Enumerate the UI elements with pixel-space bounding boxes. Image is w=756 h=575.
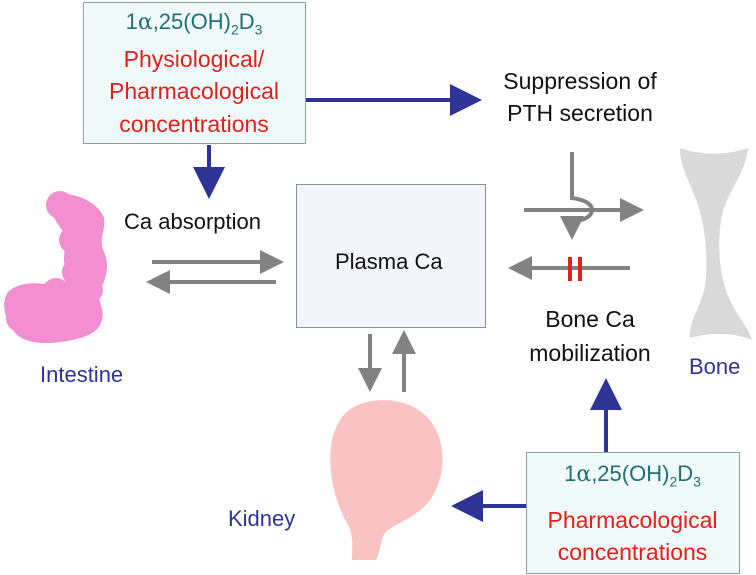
suppression-line-2: PTH secretion xyxy=(507,100,653,126)
plasma-ca-label: Plasma Ca xyxy=(335,249,443,274)
bone-shape xyxy=(680,148,752,340)
suppression-line xyxy=(560,152,595,240)
top-line-3: concentrations xyxy=(119,111,269,137)
bone-ca-line-1: Bone Ca xyxy=(545,306,635,332)
bone-label: Bone xyxy=(689,354,741,379)
top-formula: 1α,25(OH)2D3 xyxy=(125,9,263,38)
top-line-2: Pharmacological xyxy=(108,78,280,104)
bottom-formula: 1α,25(OH)2D3 xyxy=(564,461,701,490)
kidney-label: Kidney xyxy=(228,506,296,531)
bone-ca-line-2: mobilization xyxy=(529,340,651,366)
top-line-1: Physiological/ xyxy=(123,46,265,72)
kidney-shape xyxy=(330,400,443,560)
bottom-line-1: Pharmacological xyxy=(547,507,718,533)
top-concentration-box: 1α,25(OH)2D3 Physiological/ Pharmacologi… xyxy=(83,2,306,144)
suppression-line-1: Suppression of xyxy=(503,68,657,94)
bottom-line-2: concentrations xyxy=(557,539,708,565)
intestine-label: Intestine xyxy=(40,362,124,387)
intestine-shape xyxy=(4,191,107,344)
plasma-ca-box: Plasma Ca xyxy=(296,184,486,328)
bottom-concentration-box: 1α,25(OH)2D3 Pharmacological concentrati… xyxy=(526,452,740,574)
ca-absorption-label: Ca absorption xyxy=(124,209,261,234)
